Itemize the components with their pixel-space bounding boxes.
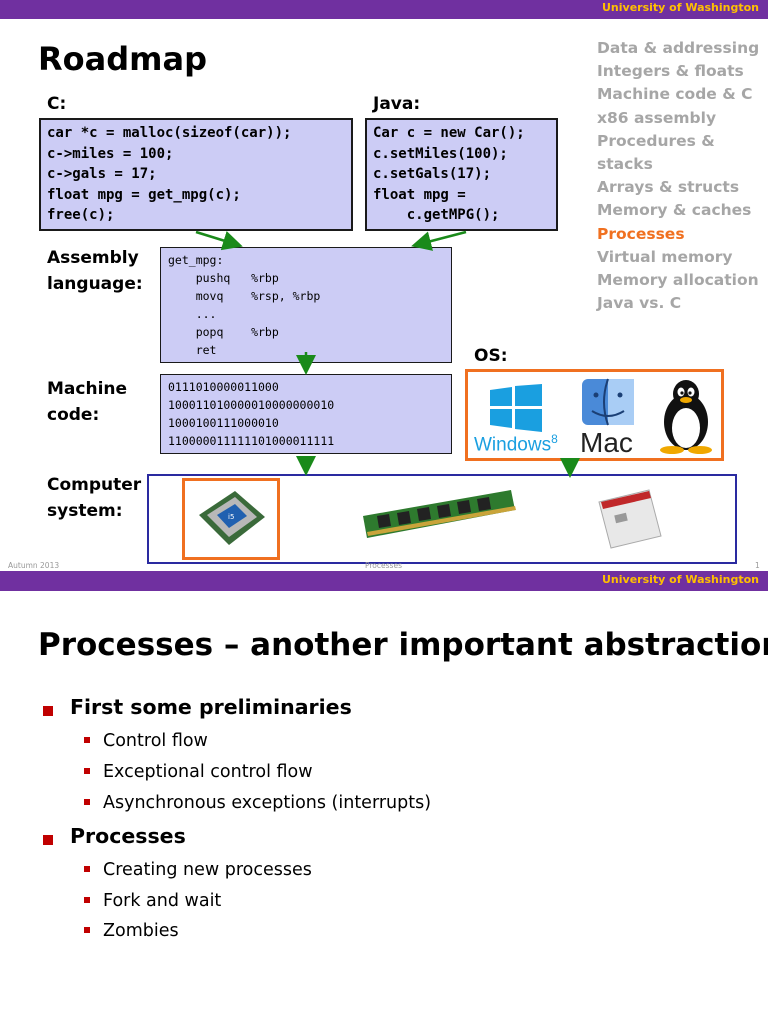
flow-arrows — [195, 230, 580, 478]
footer-topic: Processes — [365, 561, 402, 570]
item-zombies: Zombies — [103, 921, 179, 941]
os-label: OS: — [474, 346, 508, 366]
roadmap-item: Virtual memory — [597, 247, 733, 266]
roadmap-item: Memory & caches — [597, 201, 752, 220]
mac-wordmark: Mac — [580, 427, 633, 458]
university-name: University of Washington — [601, 1, 759, 14]
footer-term: Autumn 2013 — [8, 561, 60, 570]
header-bar-2: University of Washington — [0, 571, 768, 591]
section-processes: Processes — [70, 824, 186, 848]
sub-bullet-icon — [84, 768, 90, 774]
assembly-label: Assembly language: — [47, 248, 143, 294]
cpu-chip-icon: i5 — [199, 491, 265, 545]
machine-code-label: Machine code: — [47, 379, 128, 425]
ram-module-icon — [363, 490, 516, 538]
slide-title: Roadmap — [38, 40, 207, 78]
arrow-java-to-assembly — [411, 230, 467, 251]
c-label: C: — [47, 94, 67, 114]
roadmap-item: Integers & floats — [597, 62, 744, 81]
ssd-drive-icon — [598, 489, 662, 549]
item-control-flow: Control flow — [103, 731, 208, 751]
roadmap-item: Memory allocation — [597, 271, 759, 290]
arrow-c-to-assembly — [195, 230, 243, 251]
svg-text:i5: i5 — [228, 513, 234, 521]
computer-system-label: Computer system: — [47, 475, 142, 521]
footer-page-number: 1 — [755, 561, 760, 570]
assembly-code-box: get_mpg: pushq %rbp movq %rsp, %rbp ... … — [160, 247, 452, 363]
sub-bullet-icon — [84, 866, 90, 872]
roadmap-item: Procedures & stacks — [597, 131, 715, 174]
header-bar: University of Washington — [0, 0, 768, 19]
sub-bullet-icon — [84, 737, 90, 743]
roadmap-item: Java vs. C — [597, 294, 682, 313]
os-box: Windows8 Mac — [465, 369, 724, 461]
windows-wordmark: Windows8 — [474, 432, 558, 456]
slide-roadmap: University of Washington Roadmap C: Java… — [0, 0, 768, 571]
computer-system-box: i5 — [147, 474, 737, 564]
roadmap-item: Data & addressing — [597, 39, 760, 57]
linux-tux-icon — [660, 380, 712, 454]
item-async-exceptions: Asynchronous exceptions (interrupts) — [103, 793, 432, 813]
machine-code-box: 0111010000011000 10001101000001000000001… — [160, 374, 452, 454]
roadmap-item: x86 assembly — [597, 108, 717, 127]
bullet-square-icon — [43, 706, 53, 716]
roadmap-item: Machine code & C — [597, 85, 753, 104]
item-fork-and-wait: Fork and wait — [103, 891, 222, 911]
sub-bullet-icon — [84, 927, 90, 933]
university-name-2: University of Washington — [601, 573, 759, 586]
bullet-square-icon — [43, 835, 53, 845]
sub-bullet-icon — [84, 897, 90, 903]
section-preliminaries: First some preliminaries — [70, 695, 352, 719]
sub-bullet-icon — [84, 799, 90, 805]
slide2-title: Processes – another important abstractio… — [38, 627, 768, 663]
slide-processes: University of Washington Processes – ano… — [0, 571, 768, 1024]
mac-finder-icon — [582, 378, 634, 426]
roadmap-item: Arrays & structs — [597, 178, 740, 197]
item-exceptional-control-flow: Exceptional control flow — [103, 762, 313, 782]
windows-logo-icon — [490, 384, 542, 432]
cpu-highlight: i5 — [182, 478, 280, 560]
java-label: Java: — [373, 94, 421, 114]
item-creating-processes: Creating new processes — [103, 860, 312, 880]
java-code-box: Car c = new Car(); c.setMiles(100); c.se… — [365, 118, 558, 231]
roadmap-item: Processes — [597, 224, 685, 243]
c-code-box: car *c = malloc(sizeof(car)); c->miles =… — [39, 118, 353, 231]
